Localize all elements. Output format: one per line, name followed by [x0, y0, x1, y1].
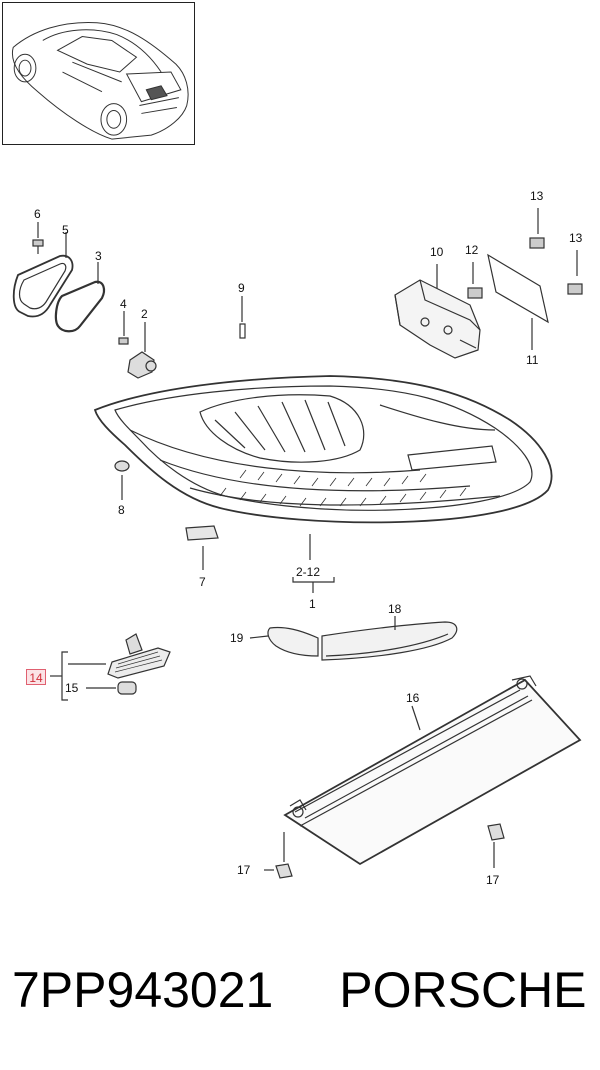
vehicle-thumbnail: [2, 2, 195, 145]
callout-8: 8: [118, 503, 125, 517]
part-9-pin: [239, 296, 246, 339]
part-16-trim-panel: [283, 675, 582, 866]
callout-10: 10: [430, 245, 444, 259]
part-7-clip: [185, 525, 219, 570]
callout-19: 19: [230, 631, 244, 645]
tail-light-housing: [93, 375, 553, 560]
part-2-bulb-holder: [127, 322, 157, 379]
callout-13-upper: 13: [530, 189, 544, 203]
range-bracket-2-12: [292, 577, 335, 593]
callout-16: 16: [406, 691, 420, 705]
part-8-grommet: [114, 460, 130, 500]
part-12-screw: [467, 262, 483, 299]
callout-9: 9: [238, 281, 245, 295]
parts-diagram: 6 5 3 4 2 9 10 12 13 13 11 8 7 2-12 1 18…: [12, 189, 583, 887]
part-19-reflector: [249, 626, 319, 657]
part-5-gasket: [12, 232, 74, 318]
footer-caption: 7PP943021 PORSCHE: [12, 960, 592, 1020]
part-3-seal: [54, 262, 106, 333]
callout-1: 1: [309, 597, 316, 611]
callout-17-left: 17: [237, 863, 251, 877]
callout-7: 7: [199, 575, 206, 589]
callout-15: 15: [65, 681, 79, 695]
part-4-screw: [118, 311, 129, 345]
callout-13-right: 13: [569, 231, 583, 245]
part-17-clip-right: [487, 823, 505, 868]
part-15-bulb: [86, 681, 137, 695]
part-6-screw: [32, 222, 44, 254]
callout-18: 18: [388, 602, 402, 616]
callout-6: 6: [34, 207, 41, 221]
part-13-screw-right: [567, 250, 583, 295]
brand-name: PORSCHE: [339, 962, 587, 1018]
part-11-gasket-plate: [487, 253, 549, 350]
part-number: 7PP943021: [12, 962, 274, 1018]
callout-11: 11: [526, 353, 539, 367]
part-14-licence-lamp[interactable]: [68, 633, 171, 679]
car-outline-image: [11, 21, 189, 140]
callout-14-highlighted[interactable]: 14: [26, 669, 46, 685]
part-18-reflector: [321, 616, 458, 661]
part-17-clip-left: [264, 832, 293, 879]
callout-2: 2: [141, 307, 148, 321]
callout-17-right: 17: [486, 873, 500, 887]
callout-2-12: 2-12: [296, 565, 320, 579]
group-bracket-14-15: [50, 651, 68, 701]
callout-3: 3: [95, 249, 102, 263]
callout-4: 4: [120, 297, 127, 311]
callout-5: 5: [62, 223, 69, 237]
part-10-bracket: [394, 264, 481, 359]
part-13-screw-upper: [529, 208, 545, 249]
callout-12: 12: [465, 243, 479, 257]
